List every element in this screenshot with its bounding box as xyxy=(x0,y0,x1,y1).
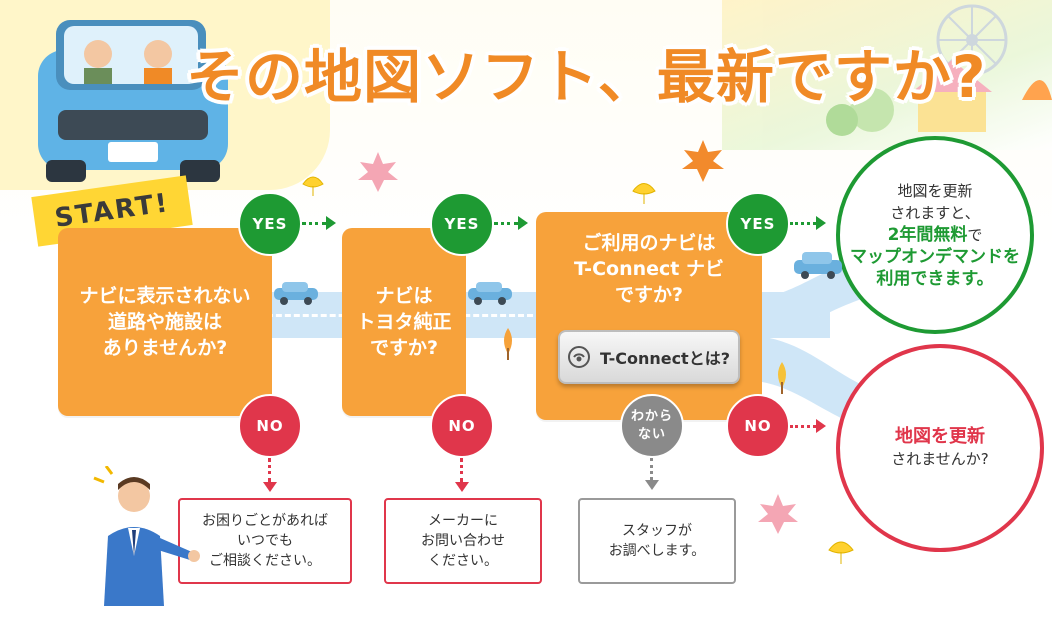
yes-arrow-2 xyxy=(494,222,518,225)
outcome-box-consult: お困りごとがあれば いつでも ご相談ください。 xyxy=(178,498,352,584)
ginkgo-leaf-icon xyxy=(632,183,656,204)
no-arrow-2 xyxy=(460,458,463,482)
outcome-box-staff: スタッフが お調べします。 xyxy=(578,498,736,584)
maple-leaf-icon xyxy=(682,140,724,182)
arrow-head xyxy=(816,216,826,230)
ginkgo-leaf-icon xyxy=(302,176,324,196)
result-line: マップオンデマンドを xyxy=(850,247,1020,267)
result-line: されませんか? xyxy=(891,450,989,468)
road-marking xyxy=(240,314,820,317)
result-suffix: で xyxy=(967,226,983,244)
yes-badge-3: YES xyxy=(726,192,790,256)
question-line: T-Connect ナビ xyxy=(574,258,724,280)
unknown-line: わから xyxy=(630,409,673,424)
tree-icon xyxy=(778,362,786,394)
car-illustration xyxy=(38,20,228,182)
question-line: ありませんか? xyxy=(102,337,228,359)
result-yes-circle: 地図を更新 されますと、 2年間無料で マップオンデマンドを 利用できます。 xyxy=(836,136,1034,334)
question-card-3: ご利用のナビは T-Connect ナビ ですか? xyxy=(536,212,762,420)
maple-leaf-icon xyxy=(758,494,798,534)
question-line: ナビに表示されない xyxy=(79,285,251,307)
tconnect-button-label: T-Connectとは? xyxy=(600,349,730,368)
outcome-line: ください。 xyxy=(428,553,498,569)
yes-badge-1: YES xyxy=(238,192,302,256)
outcome-box-maker: メーカーに お問い合わせ ください。 xyxy=(384,498,542,584)
ferris-wheel-icon xyxy=(826,4,1052,136)
unknown-arrow xyxy=(650,458,653,480)
arrow-head xyxy=(326,216,336,230)
yes-arrow-1 xyxy=(302,222,326,225)
unknown-badge: わから ない xyxy=(620,394,684,458)
outcome-line: いつでも xyxy=(237,533,293,549)
result-line: されますと、 xyxy=(890,204,980,222)
question-line: ですか? xyxy=(614,284,684,306)
no-arrow-3 xyxy=(790,425,816,428)
result-line: 地図を更新 xyxy=(895,426,985,447)
small-car-icon xyxy=(794,252,842,279)
ginkgo-leaf-icon xyxy=(828,541,854,564)
arrow-head xyxy=(263,482,277,492)
arrow-head xyxy=(518,216,528,230)
result-no-circle: 地図を更新 されませんか? xyxy=(836,344,1044,552)
free-period-text: 2年間無料 xyxy=(887,225,968,245)
small-car-icon xyxy=(468,282,512,305)
question-line: ご利用のナビは xyxy=(582,232,716,254)
no-badge-3: NO xyxy=(726,394,790,458)
tree-icon xyxy=(504,328,512,360)
tconnect-info-button[interactable]: T-Connectとは? xyxy=(558,330,740,384)
signal-icon xyxy=(568,346,590,368)
outcome-line: お調べします。 xyxy=(608,543,706,559)
question-line: ですか? xyxy=(369,337,439,359)
question-line: ナビは xyxy=(375,285,433,307)
result-line: 地図を更新 xyxy=(897,182,973,200)
arrow-head xyxy=(816,419,826,433)
page-title: その地図ソフト、最新ですか? xyxy=(186,43,987,111)
result-line: 利用できます。 xyxy=(876,269,994,289)
outcome-line: ご相談ください。 xyxy=(209,553,321,569)
no-badge-2: NO xyxy=(430,394,494,458)
amusement-park-illustration xyxy=(722,0,1052,150)
outcome-line: メーカーに xyxy=(428,513,498,529)
small-car-icon xyxy=(274,282,318,305)
arrow-head xyxy=(455,482,469,492)
outcome-line: スタッフが xyxy=(622,523,692,539)
unknown-line: ない xyxy=(637,427,666,442)
question-card-2: ナビは トヨタ純正 ですか? xyxy=(342,228,466,416)
businessman-illustration xyxy=(93,466,200,606)
no-arrow-1 xyxy=(268,458,271,482)
question-line: 道路や施設は xyxy=(107,311,222,333)
question-line: トヨタ純正 xyxy=(356,311,452,333)
arrow-head xyxy=(645,480,659,490)
no-badge-1: NO xyxy=(238,394,302,458)
yes-arrow-3 xyxy=(790,222,816,225)
outcome-line: お問い合わせ xyxy=(421,533,505,549)
yes-badge-2: YES xyxy=(430,192,494,256)
result-line: 2年間無料で xyxy=(888,224,983,246)
outcome-line: お困りごとがあれば xyxy=(202,513,328,529)
maple-leaf-icon xyxy=(358,152,398,192)
question-card-1: ナビに表示されない 道路や施設は ありませんか? xyxy=(58,228,272,416)
